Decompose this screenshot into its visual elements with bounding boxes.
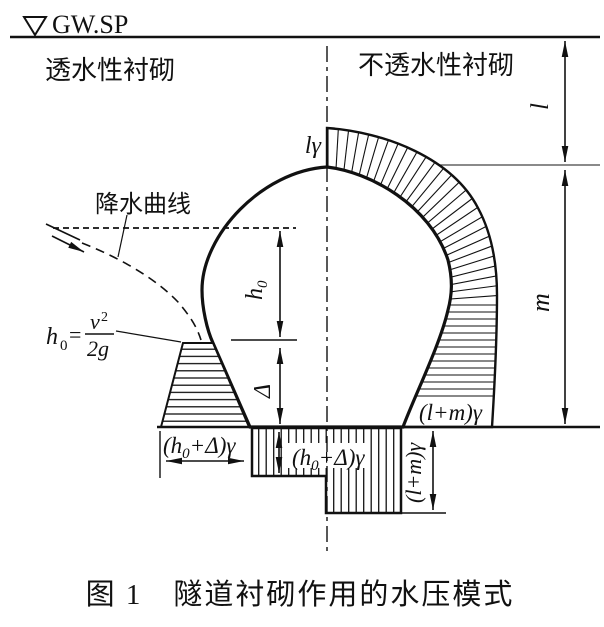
water-level-icon — [22, 16, 48, 37]
drawdown-curve — [81, 242, 202, 341]
crown-pressure-label: lγ — [305, 133, 322, 159]
formula-equals: = — [69, 322, 81, 347]
formula-numerator-exp: 2 — [101, 310, 108, 325]
dimension-delta-label: Δ — [250, 384, 276, 399]
pressure-band-outline — [325, 126, 499, 429]
drawdown-label-leader — [117, 214, 128, 258]
dimension-left-pressure — [159, 431, 244, 478]
invert-label-backing — [288, 443, 370, 468]
dimension-l-label: l — [527, 103, 554, 110]
dimension-right-pressure — [401, 431, 446, 514]
formula-h: h — [46, 324, 58, 350]
formula-h-sub: 0 — [60, 338, 68, 354]
invert-pressure-label: (h0+Δ)γ — [292, 445, 365, 474]
formula-denominator: 2g — [87, 336, 109, 361]
left-pressure-label: (h0+Δ)γ — [163, 433, 236, 462]
impermeable-lining-label: 不透水性衬砌 — [358, 51, 514, 80]
permeable-lining-label: 透水性衬砌 — [45, 56, 175, 85]
dimension-m-label: m — [526, 293, 555, 312]
figure-caption: 图 1 隧道衬砌作用的水压模式 — [86, 578, 515, 611]
formula-leader — [115, 330, 182, 343]
drawdown-curve-label: 降水曲线 — [95, 191, 191, 218]
right-bottom-pressure-label: (l+m)γ — [419, 400, 483, 425]
gw-sp-label: GW.SP — [52, 10, 128, 39]
right-side-pressure-label: (l+m)γ — [401, 442, 426, 503]
flow-direction-arrow — [45, 223, 85, 253]
formula-numerator: v — [90, 309, 100, 334]
dimension-h0-label: h0 — [242, 280, 271, 300]
pressure-band-fill — [327, 128, 497, 427]
left-pressure-trapezoid — [159, 342, 251, 428]
velocity-head-formula: h 0 = v 2 2g — [46, 309, 182, 361]
dimension-h0 — [231, 231, 297, 341]
